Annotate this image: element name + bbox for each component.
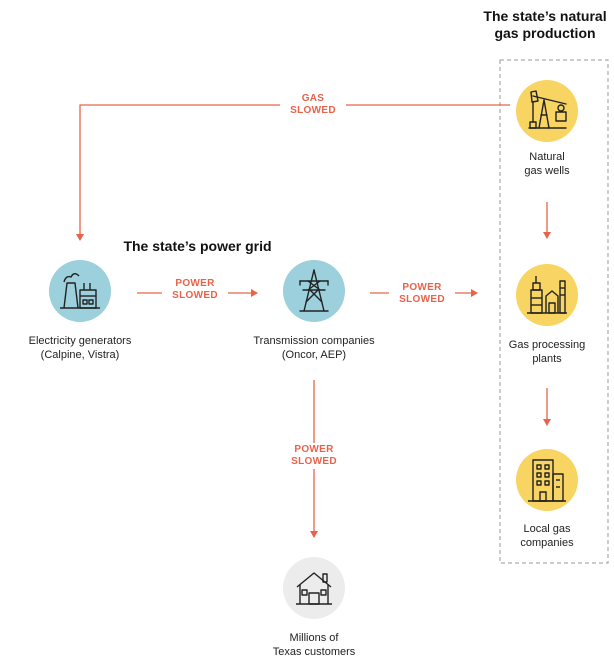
transmission-node — [283, 260, 345, 322]
oil-pump-icon — [528, 90, 567, 129]
local-gas-label-line-1: Local gas — [523, 523, 571, 535]
transmission-label: Transmission companies (Oncor, AEP) — [239, 334, 389, 362]
power-slowed-label-1-line-1: POWER — [175, 278, 215, 289]
gas-wells-label-line-2: gas wells — [524, 165, 570, 177]
gas-processing-label-line-1: Gas processing — [508, 339, 586, 351]
transmission-label-line-2: (Oncor, AEP) — [281, 349, 347, 361]
power-slowed-label-1-line-2: SLOWED — [172, 290, 218, 301]
power-slowed-label-3-line-1: POWER — [294, 444, 334, 455]
customers-label-line-1: Millions of — [289, 632, 339, 644]
gas-wells-label: Natural gas wells — [497, 150, 597, 178]
power-slowed-label-3-line-2: SLOWED — [291, 456, 337, 467]
power-slowed-label-2-line-2: SLOWED — [399, 294, 445, 305]
power-grid-heading: The state’s power grid — [123, 238, 272, 254]
local-gas-label-line-2: companies — [520, 537, 574, 549]
gas-processing-node — [516, 264, 578, 326]
gas-slowed-arrow — [76, 104, 510, 241]
generators-node — [49, 260, 111, 322]
transmission-tower-icon — [299, 269, 329, 312]
gas-production-heading-line-2: gas production — [494, 25, 596, 41]
generators-label: Electricity generators (Calpine, Vistra) — [10, 334, 150, 362]
house-icon — [296, 572, 332, 605]
gas-processing-label: Gas processing plants — [497, 338, 597, 366]
gas-slowed-label-line-2: SLOWED — [290, 105, 336, 116]
power-slowed-label-2-line-1: POWER — [402, 282, 442, 293]
office-building-icon — [528, 459, 566, 502]
power-slowed-label-2: POWER SLOWED — [389, 281, 455, 307]
gas-slowed-label: GAS SLOWED — [280, 92, 346, 118]
generators-label-line-1: Electricity generators — [28, 335, 132, 347]
gas-production-heading: The state’s natural gas production — [470, 8, 614, 42]
gas-production-heading-line-1: The state’s natural — [483, 8, 607, 24]
power-slowed-label-3: POWER SLOWED — [281, 443, 347, 469]
customers-label: Millions of Texas customers — [254, 631, 374, 659]
gas-production-box — [499, 59, 609, 564]
transmission-label-line-1: Transmission companies — [253, 335, 375, 347]
gas-slowed-label-line-1: GAS — [301, 93, 325, 104]
local-gas-label: Local gas companies — [497, 522, 597, 550]
local-gas-node — [516, 449, 578, 511]
processing-plant-icon — [527, 276, 567, 314]
power-slowed-label-1: POWER SLOWED — [162, 277, 228, 303]
gas-processing-label-line-2: plants — [532, 353, 562, 365]
gas-wells-node — [516, 80, 578, 142]
power-plant-icon — [60, 273, 100, 309]
customers-node — [283, 557, 345, 619]
generators-label-line-2: (Calpine, Vistra) — [40, 349, 120, 361]
gas-wells-label-line-1: Natural — [529, 151, 565, 163]
customers-label-line-2: Texas customers — [272, 646, 356, 658]
